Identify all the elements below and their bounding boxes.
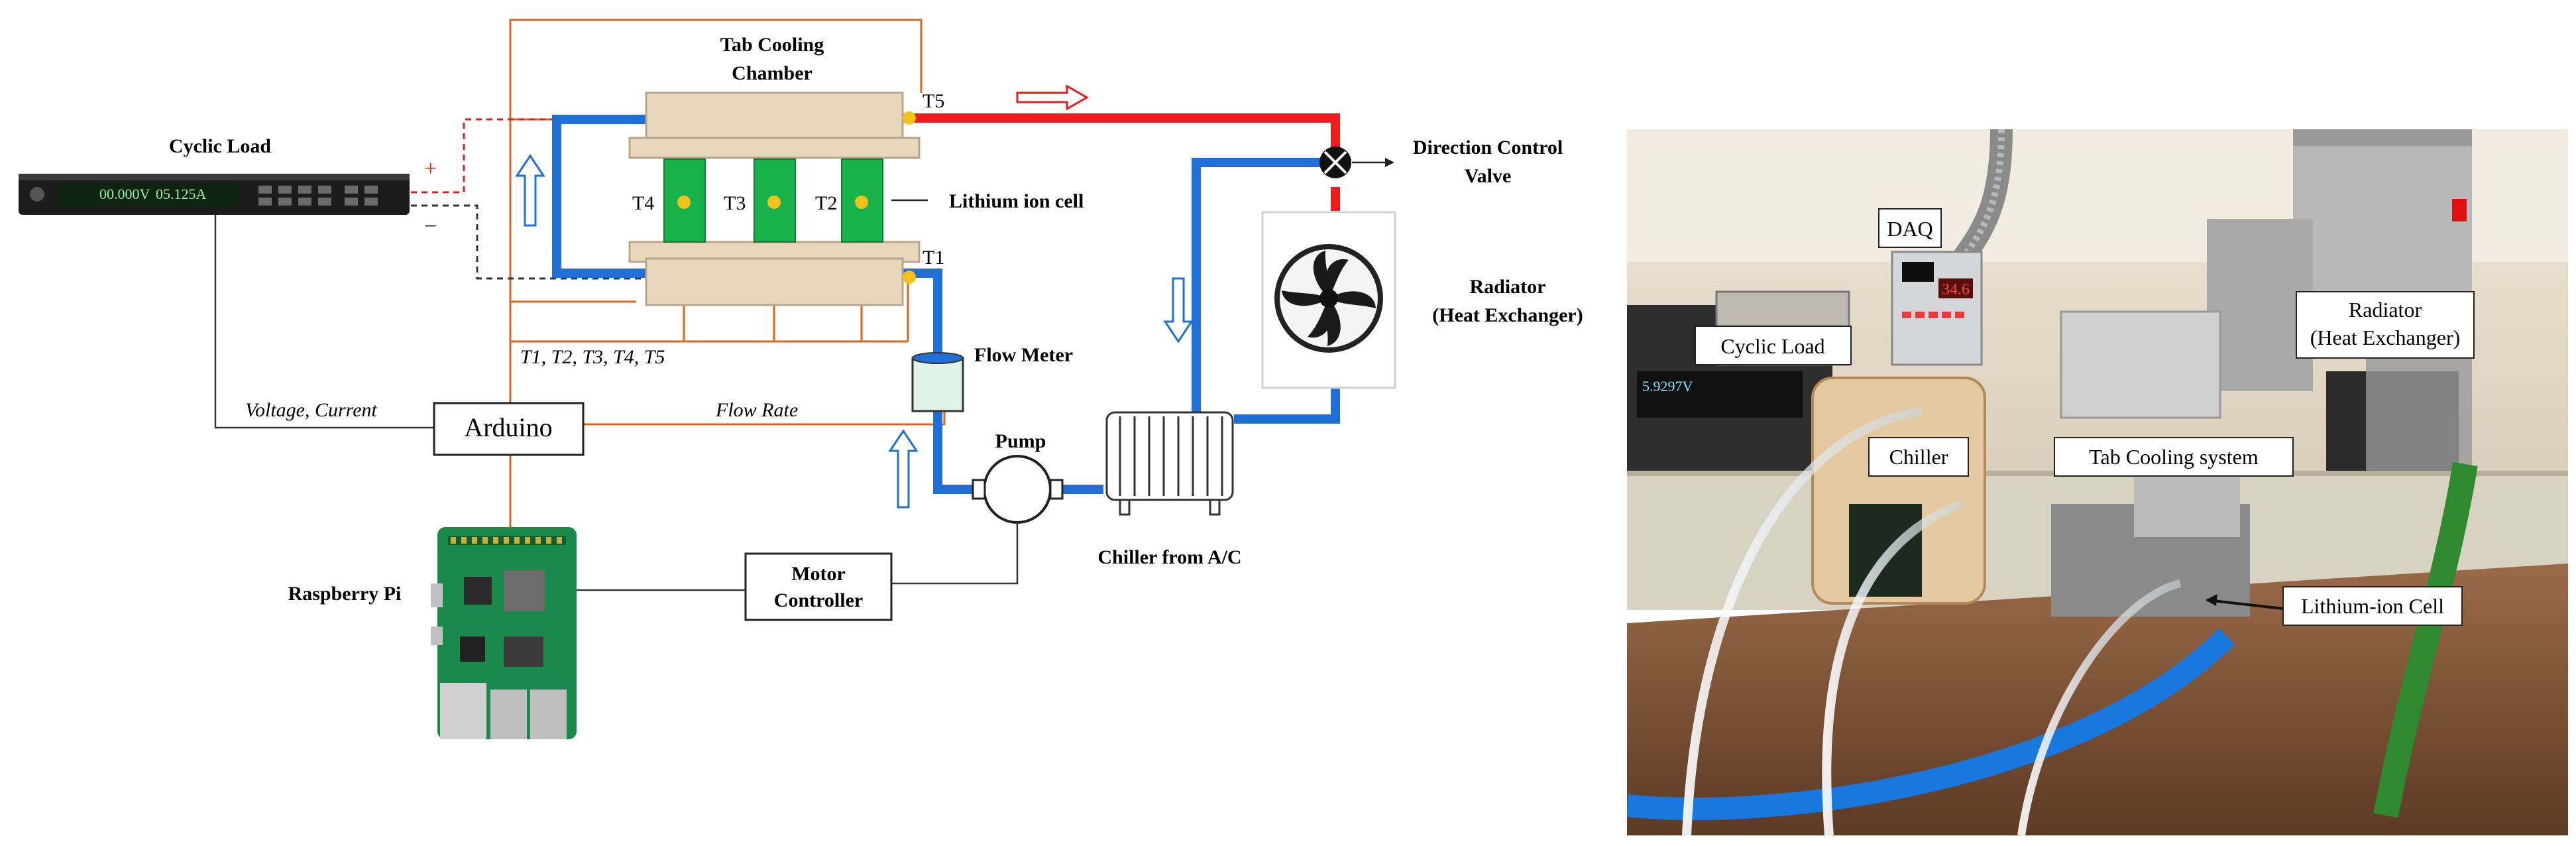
load-display-right: 05.125A xyxy=(156,186,207,202)
photo-daq-box xyxy=(1878,208,1942,248)
sensor-t1 xyxy=(903,271,916,284)
sensor-t2 xyxy=(855,196,868,209)
photo-cyclic-load-label: Cyclic Load xyxy=(1720,334,1824,358)
t1-label: T1 xyxy=(923,247,944,269)
photo-daq-label: DAQ xyxy=(1887,217,1932,241)
tab-cooling-chamber xyxy=(628,91,921,306)
photo-cyclic-load-box xyxy=(1695,326,1852,365)
photo-lithium-cell-label: Lithium-ion Cell xyxy=(2301,594,2444,618)
photo-lithium-cell-box xyxy=(2282,586,2463,626)
pump-control-wire xyxy=(891,522,1019,585)
radiator-label-2: (Heat Exchanger) xyxy=(1432,304,1583,326)
tab-cooling-chamber-label-2: Chamber xyxy=(732,62,812,84)
tab-cooling-chamber-label-1: Tab Cooling xyxy=(720,34,824,56)
t2-label: T2 xyxy=(815,192,837,214)
temperatures-label: T1, T2, T3, T4, T5 xyxy=(520,346,665,368)
motor-controller-label-1: Motor xyxy=(791,563,846,585)
plus-sign: + xyxy=(424,156,437,181)
raspberry-pi-label: Raspberry Pi xyxy=(288,583,402,605)
daq-readout: 34.6 xyxy=(1942,281,1970,298)
cyclic-load-label: Cyclic Load xyxy=(169,135,271,157)
schematic: 00.000V 05.125A Cyclic Load + − Voltage,… xyxy=(19,19,1583,739)
sensor-t4 xyxy=(677,196,691,209)
cold-pipe-left-loop xyxy=(552,115,646,278)
pump-icon xyxy=(972,455,1064,524)
down-flow-arrow-icon xyxy=(1163,277,1194,343)
radiator-label-1: Radiator xyxy=(1470,276,1546,298)
photo-lithium-cell-pointer xyxy=(2206,599,2284,610)
voltage-current-wire xyxy=(214,215,434,429)
direction-control-valve-label-1: Direction Control xyxy=(1413,137,1563,158)
photo-panel: 34.6 5.9297V xyxy=(1627,129,2568,835)
pump-label: Pump xyxy=(995,430,1046,452)
sensor-t3 xyxy=(767,196,781,209)
photo-radiator-label-1: Radiator xyxy=(2349,298,2422,322)
radiator-fan-icon xyxy=(1261,211,1396,389)
lithium-ion-cell-label: Lithium ion cell xyxy=(949,190,1084,212)
load-leads xyxy=(411,118,676,280)
arduino-box xyxy=(433,402,585,456)
load-readout: 5.9297V xyxy=(1642,378,1693,394)
photo-chiller-box xyxy=(1868,437,1969,477)
photo-chiller-label: Chiller xyxy=(1889,445,1948,469)
photo-tab-cooling-box xyxy=(2054,437,2294,477)
up-flow-arrow-right-icon xyxy=(888,429,919,509)
minus-sign: − xyxy=(424,214,437,239)
t3-label: T3 xyxy=(724,192,746,214)
direction-control-valve-icon xyxy=(1319,147,1351,178)
arduino-label: Arduino xyxy=(464,412,552,442)
chiller-coil-icon xyxy=(1105,411,1234,516)
photo-tab-cooling-label: Tab Cooling system xyxy=(2089,445,2259,469)
photo-radiator-box xyxy=(2296,291,2475,359)
sensor-t5 xyxy=(903,111,916,125)
flow-meter-label: Flow Meter xyxy=(974,344,1073,366)
load-display-left: 00.000V xyxy=(99,186,150,202)
voltage-current-label: Voltage, Current xyxy=(245,399,378,421)
motor-controller-box xyxy=(744,552,893,621)
motor-controller-label-2: Controller xyxy=(774,589,863,611)
cyclic-load-device: 00.000V 05.125A xyxy=(19,174,410,215)
direction-control-valve-label-2: Valve xyxy=(1465,165,1512,187)
flow-rate-label: Flow Rate xyxy=(715,399,798,421)
t5-label: T5 xyxy=(923,90,944,112)
photo-radiator-label-2: (Heat Exchanger) xyxy=(2310,326,2461,349)
chiller-label: Chiller from A/C xyxy=(1097,546,1241,568)
t4-label: T4 xyxy=(632,192,654,214)
hot-flow-arrow-icon xyxy=(1016,84,1090,111)
raspberry-pi-board-icon xyxy=(431,527,577,739)
flow-meter-icon xyxy=(911,352,964,412)
up-flow-arrow-left-icon xyxy=(515,154,545,227)
